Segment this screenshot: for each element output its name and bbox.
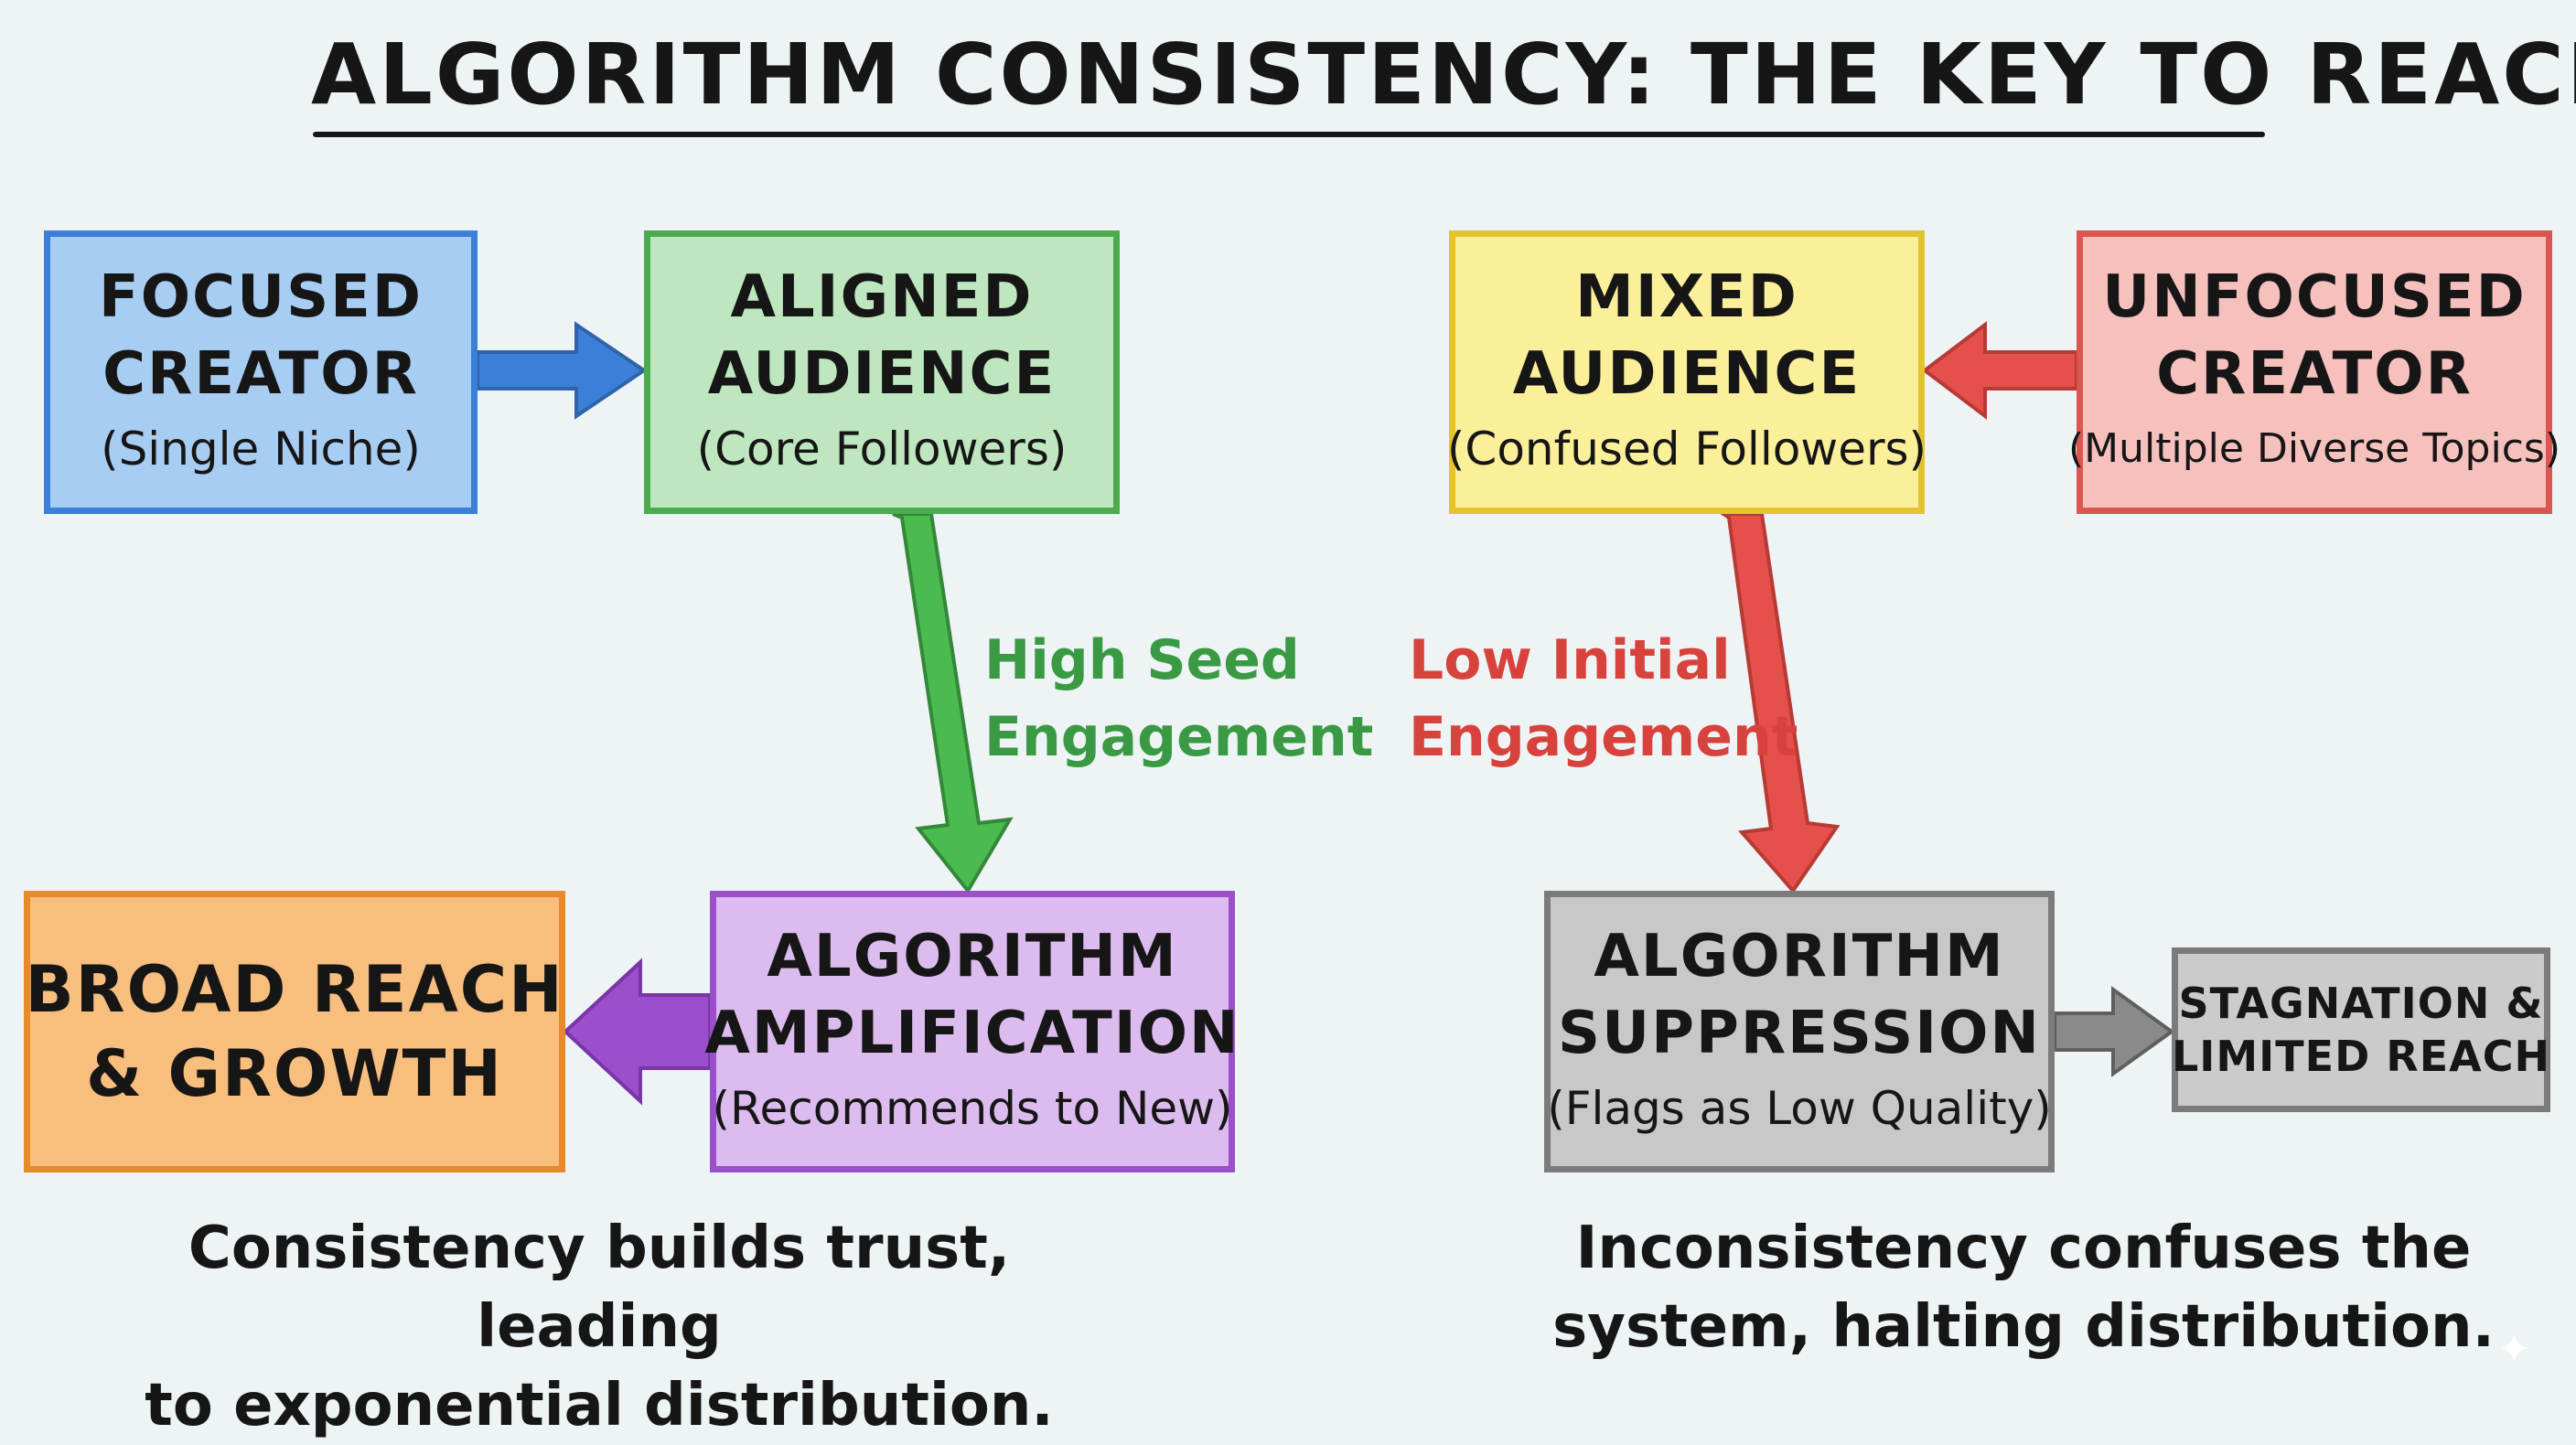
mixed-audience-heading-2: AUDIENCE [1512, 340, 1862, 408]
aligned-audience-heading-1: ALIGNED [730, 263, 1034, 331]
broad-reach-heading-1: BROAD REACH [25, 952, 564, 1027]
aligned-audience-subtitle: (Core Followers) [696, 423, 1068, 476]
mixed-audience-subtitle: (Confused Followers) [1446, 423, 1927, 476]
unfocused-creator-heading-2: CREATOR [2156, 340, 2473, 408]
suppression-heading-1: ALGORITHM [1594, 923, 2005, 990]
left-caption: Consistency builds trust, leading to exp… [91, 1209, 1107, 1445]
right-caption: Inconsistency confuses the system, halti… [1546, 1209, 2501, 1366]
arrow-focused-to-aligned [476, 321, 648, 420]
aligned-audience-box: ALIGNED AUDIENCE (Core Followers) [644, 230, 1120, 514]
page-title: ALGORITHM CONSISTENCY: THE KEY TO REACH [311, 26, 2576, 123]
unfocused-creator-subtitle: (Multiple Diverse Topics) [2068, 425, 2560, 472]
amplification-heading-2: AMPLIFICATION [704, 1000, 1240, 1067]
aligned-audience-heading-2: AUDIENCE [707, 340, 1057, 408]
arrow-amplification-to-broad-reach [563, 958, 712, 1106]
low-initial-engagement-label: Low Initial Engagement [1409, 622, 1798, 776]
stagnation-box: STAGNATION & LIMITED REACH [2172, 947, 2550, 1112]
mixed-audience-heading-1: MIXED [1575, 263, 1798, 331]
sparkle-icon: ✦ [2497, 1326, 2531, 1373]
unfocused-creator-box: UNFOCUSED CREATOR (Multiple Diverse Topi… [2068, 230, 2560, 514]
focused-creator-heading-1: FOCUSED [99, 263, 423, 331]
amplification-heading-1: ALGORITHM [767, 923, 1178, 990]
suppression-heading-2: SUPPRESSION [1558, 1000, 2041, 1067]
algorithm-amplification-box: ALGORITHM AMPLIFICATION (Recommends to N… [704, 891, 1239, 1172]
high-seed-engagement-label: High Seed Engagement [984, 622, 1373, 776]
stagnation-heading-2: LIMITED REACH [2171, 1032, 2551, 1081]
right-caption-line-1: Inconsistency confuses the [1575, 1215, 2472, 1282]
broad-reach-heading-2: & GROWTH [86, 1036, 503, 1111]
left-caption-line-1: Consistency builds trust, leading [188, 1215, 1011, 1361]
amplification-subtitle: (Recommends to New) [712, 1082, 1233, 1135]
high-seed-line-1: High Seed [984, 628, 1300, 692]
arrow-suppression-to-stagnation [2053, 986, 2175, 1077]
low-initial-line-2: Engagement [1409, 705, 1798, 769]
focused-creator-subtitle: (Single Niche) [101, 423, 421, 476]
stagnation-heading-1: STAGNATION & [2178, 979, 2544, 1028]
unfocused-creator-heading-1: UNFOCUSED [2102, 263, 2527, 331]
title-underline [313, 132, 2265, 137]
low-initial-line-1: Low Initial [1409, 628, 1731, 692]
arrow-unfocused-to-mixed [1921, 320, 2078, 421]
focused-creator-heading-2: CREATOR [102, 340, 419, 408]
focused-creator-box: FOCUSED CREATOR (Single Niche) [44, 230, 478, 514]
broad-reach-box: BROAD REACH & GROWTH [24, 891, 565, 1172]
algorithm-suppression-box: ALGORITHM SUPPRESSION (Flags as Low Qual… [1544, 891, 2055, 1172]
right-caption-line-2: system, halting distribution. [1552, 1293, 2495, 1361]
high-seed-line-2: Engagement [984, 705, 1374, 769]
left-caption-line-2: to exponential distribution. [145, 1372, 1054, 1440]
suppression-subtitle: (Flags as Low Quality) [1547, 1082, 2052, 1135]
mixed-audience-box: MIXED AUDIENCE (Confused Followers) [1446, 230, 1927, 514]
